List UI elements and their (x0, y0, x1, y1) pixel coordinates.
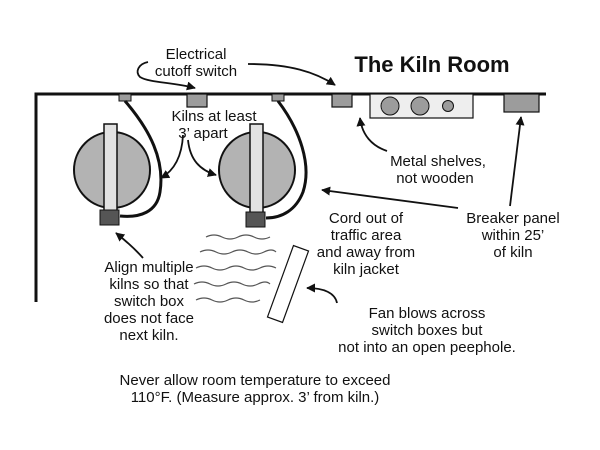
label-line: 3’ apart (178, 125, 228, 142)
arrow-fan (306, 283, 338, 304)
cutoff-switch-left (186, 93, 208, 108)
arrow-shelves (356, 117, 388, 152)
wall-outlet-right (271, 93, 285, 102)
label-line: Never allow room temperature to exceed (120, 372, 391, 389)
label-metal-shelves: Metal shelves, not wooden (390, 153, 486, 187)
label-line: 110°F. (Measure approx. 3’ from kiln.) (131, 389, 380, 406)
label-line: next kiln. (119, 327, 178, 344)
power-cord-right (265, 100, 308, 220)
fan (266, 244, 310, 324)
label-line: kilns so that (109, 276, 189, 293)
label-kiln-spacing: Kilns at least 3’ apart (171, 108, 257, 142)
label-cutoff-switch: Electrical cutoff switch (155, 46, 237, 80)
label-line: not wooden (396, 170, 474, 187)
power-cord-left (119, 100, 163, 218)
label-temperature-warning: Never allow room temperature to exceed 1… (120, 372, 391, 406)
diagram-title: The Kiln Room (354, 52, 509, 77)
label-line: traffic area (331, 227, 402, 244)
label-line: Electrical (166, 46, 227, 63)
arrow-breaker (509, 116, 525, 207)
label-line: does not face (104, 310, 194, 327)
label-line: Breaker panel (466, 210, 559, 227)
metal-shelves (369, 93, 474, 119)
label-line: Kilns at least (171, 108, 257, 125)
arrow-align (115, 232, 144, 259)
label-line: switch boxes but (372, 322, 484, 339)
label-fan: Fan blows across switch boxes but not in… (338, 305, 516, 356)
arrow-spacing-left (160, 134, 184, 179)
kiln-right (218, 123, 296, 228)
label-line: and away from (317, 244, 415, 261)
label-line: Align multiple (104, 259, 193, 276)
label-line: Cord out of (329, 210, 404, 227)
label-align-kilns: Align multiple kilns so that switch box … (104, 259, 194, 344)
label-line: cutoff switch (155, 63, 237, 80)
label-line: kiln jacket (333, 261, 400, 278)
airflow-lines (193, 234, 277, 303)
wall-outlet-left (118, 93, 132, 102)
label-line: within 25’ (481, 227, 545, 244)
breaker-panel (503, 93, 540, 113)
arrow-spacing-right (187, 139, 217, 177)
label-line: not into an open peephole. (338, 339, 516, 356)
label-line: of kiln (493, 244, 532, 261)
label-line: switch box (114, 293, 185, 310)
cutoff-switch-right (331, 93, 353, 108)
label-line: Metal shelves, (390, 153, 486, 170)
arrow-cutoff-left (136, 61, 196, 91)
label-line: Fan blows across (369, 305, 486, 322)
label-breaker-panel: Breaker panel within 25’ of kiln (466, 210, 559, 261)
kiln-left (73, 123, 151, 226)
arrow-cutoff-right (247, 63, 336, 86)
label-cord: Cord out of traffic area and away from k… (317, 210, 415, 278)
arrow-cord (321, 186, 459, 209)
